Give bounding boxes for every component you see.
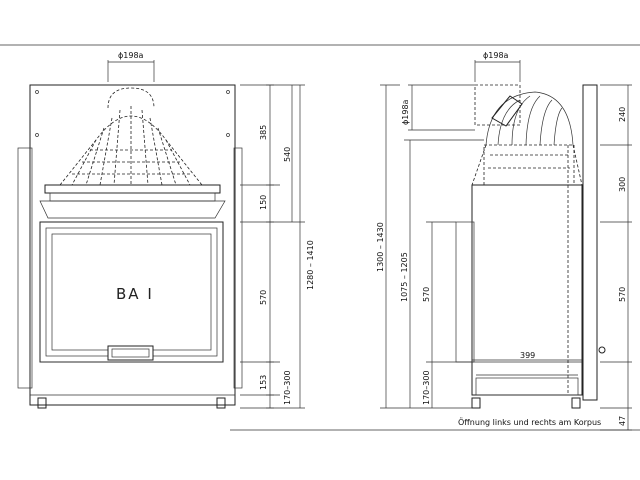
front-dim-540: 540	[283, 147, 292, 162]
front-dim-150: 150	[259, 195, 268, 210]
side-dim-240: 240	[618, 107, 627, 122]
side-dome	[485, 91, 574, 146]
side-dim-399: 399	[520, 351, 535, 360]
side-foot-left	[471, 397, 481, 409]
front-hood-band	[44, 184, 221, 194]
side-dim-300: 300	[618, 177, 627, 192]
side-note: Öffnung links und rechts am Korpus	[458, 417, 601, 427]
side-base	[475, 377, 579, 396]
front-dim-570: 570	[259, 290, 268, 305]
side-dome-ribs	[497, 95, 563, 146]
front-foot-right	[216, 397, 226, 409]
front-dim-1280-1410: 1280 – 1410	[306, 240, 315, 290]
front-dim-385: 385	[259, 125, 268, 140]
side-foot-right	[571, 397, 581, 409]
front-flue-dim: ϕ198a	[118, 51, 144, 60]
side-body	[471, 184, 583, 396]
side-wall-panel	[582, 84, 598, 401]
front-right-side-panel	[233, 147, 243, 389]
front-dim-lines	[240, 84, 305, 409]
side-left-dim-lines	[380, 84, 484, 409]
side-knob	[598, 346, 606, 354]
side-door-frame	[455, 221, 475, 363]
front-foot-left	[37, 397, 47, 409]
front-hood-frame	[49, 192, 216, 202]
side-flue-elbow	[491, 95, 523, 127]
side-dim-570-left: 570	[422, 287, 431, 302]
front-view: BA I ϕ198a 385 540 150	[17, 51, 315, 409]
front-hood-ribs	[71, 106, 191, 186]
front-dim-153: 153	[259, 375, 268, 390]
side-dim-1300-1430: 1300 – 1430	[376, 222, 385, 272]
front-model-label: BA I	[116, 285, 154, 303]
front-smoke-hood	[59, 115, 203, 186]
front-door-handle	[107, 345, 154, 361]
side-dim-570: 570	[618, 287, 627, 302]
front-lintel	[39, 200, 226, 219]
side-dim-170-300: 170–300	[422, 370, 431, 405]
front-flue-collar	[107, 87, 155, 109]
side-flue-dim-left: ϕ198a	[401, 99, 410, 125]
side-flue-outlet	[474, 84, 521, 126]
front-dim-170-300: 170–300	[283, 370, 292, 405]
side-dim-1075-1205: 1075 – 1205	[400, 252, 409, 302]
side-flue-dim-top: ϕ198a	[483, 51, 509, 60]
side-view: ϕ198a ϕ198a 1300 – 1430 1075 – 1205 570 …	[376, 51, 632, 431]
front-left-side-panel	[17, 147, 33, 389]
front-back-plate	[29, 84, 236, 406]
side-hood	[483, 144, 575, 186]
side-dim-47: 47	[618, 416, 627, 426]
side-right-dim-lines	[600, 84, 632, 431]
